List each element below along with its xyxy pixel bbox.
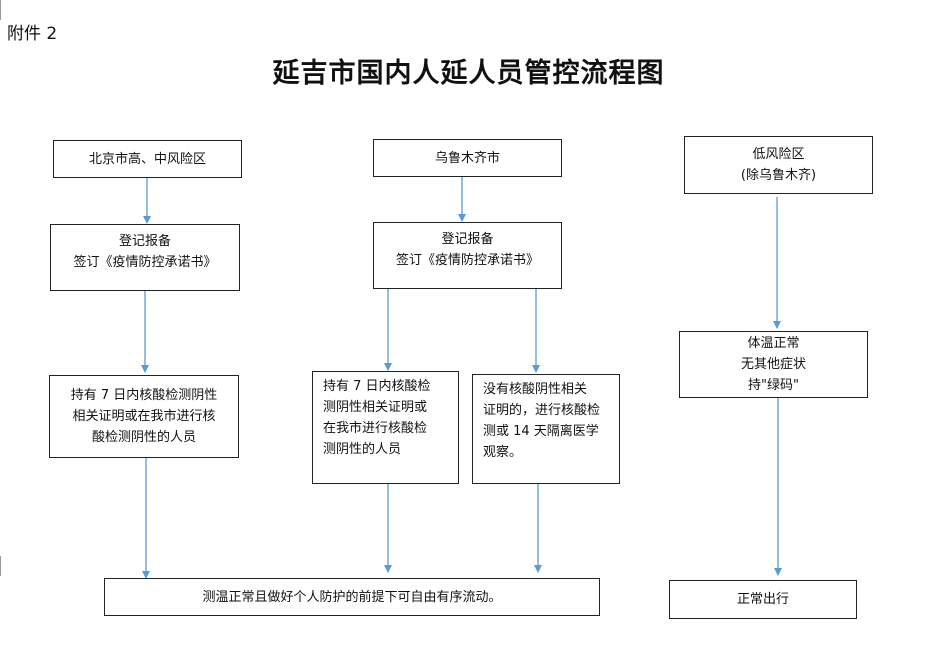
box-temp-normal: 体温正常 无其他症状 持"绿码" xyxy=(679,331,868,398)
box-register-left: 登记报备 签订《疫情防控承诺书》 xyxy=(50,224,240,291)
page-margin-mark-top xyxy=(0,0,1,20)
box-lowrisk: 低风险区 (除乌鲁木齐) xyxy=(684,136,873,194)
page-margin-mark-bottom xyxy=(0,556,1,576)
box-negative-left: 持有 7 日内核酸检测阴性 相关证明或在我市进行核 酸检测阴性的人员 xyxy=(49,375,239,458)
page-title: 延吉市国内人延人员管控流程图 xyxy=(272,58,665,89)
box-negative-mid: 持有 7 日内核酸检 测阴性相关证明或 在我市进行核酸检 测阴性的人员 xyxy=(312,371,459,484)
box-beijing: 北京市高、中风险区 xyxy=(53,140,242,178)
box-urumqi: 乌鲁木齐市 xyxy=(373,139,562,177)
box-normal-travel: 正常出行 xyxy=(669,580,857,619)
attachment-label: 附件 2 xyxy=(7,24,58,44)
box-free-flow: 测温正常且做好个人防护的前提下可自由有序流动。 xyxy=(104,578,600,616)
box-no-negative: 没有核酸阴性相关 证明的，进行核酸检 测或 14 天隔离医学 观察。 xyxy=(472,374,620,484)
box-register-mid: 登记报备 签订《疫情防控承诺书》 xyxy=(373,222,562,289)
